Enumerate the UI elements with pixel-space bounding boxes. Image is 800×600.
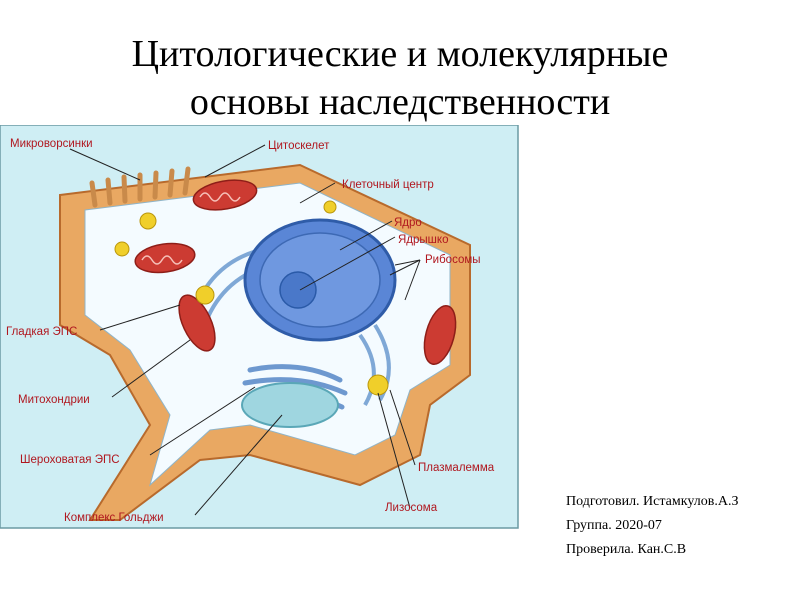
credits-group: Группа. 2020-07 — [566, 518, 662, 533]
title-line-1: Цитологические и молекулярные — [131, 33, 669, 75]
cell-diagram: Микроворсинки Цитоскелет Клеточный центр… — [0, 125, 520, 530]
label-nucleolus: Ядрышко — [398, 234, 448, 246]
mitochondria-shapes — [134, 179, 457, 365]
label-cell-center: Клеточный центр — [342, 179, 434, 191]
leader-lines — [69, 144, 421, 516]
label-golgi: Комплекс Гольджи — [64, 512, 164, 524]
label-mitochondria: Митохондрии — [18, 394, 90, 406]
cell-diagram-svg: Микроворсинки Цитоскелет Клеточный центр… — [0, 125, 519, 529]
er-vesicle-shape — [241, 382, 339, 428]
credits-checked: Проверила. Кан.С.В — [566, 542, 687, 557]
mitochondria-cristae — [141, 192, 241, 265]
slide-title: Цитологические и молекулярные основы нас… — [0, 30, 800, 126]
label-plasmalemma: Плазмалемма — [418, 462, 495, 474]
label-microvilli: Микроворсинки — [10, 138, 93, 150]
label-ribosomes: Рибосомы — [425, 254, 481, 266]
credits: Подготовил. Истамкулов.А.З Группа. 2020-… — [566, 490, 738, 562]
credits-prepared: Подготовил. Истамкулов.А.З — [566, 494, 739, 509]
granules — [114, 200, 389, 396]
microvilli-shape — [89, 166, 191, 208]
label-cytoskeleton: Цитоскелет — [268, 140, 330, 152]
label-lysosome: Лизосома — [385, 502, 438, 514]
nucleolus-shape — [279, 271, 317, 309]
label-rough-er: Шероховатая ЭПС — [20, 454, 120, 466]
label-nucleus: Ядро — [394, 217, 422, 229]
label-smooth-er: Гладкая ЭПС — [6, 326, 77, 338]
title-line-2: основы наследственности — [189, 81, 611, 123]
nucleus-inner — [259, 232, 381, 328]
